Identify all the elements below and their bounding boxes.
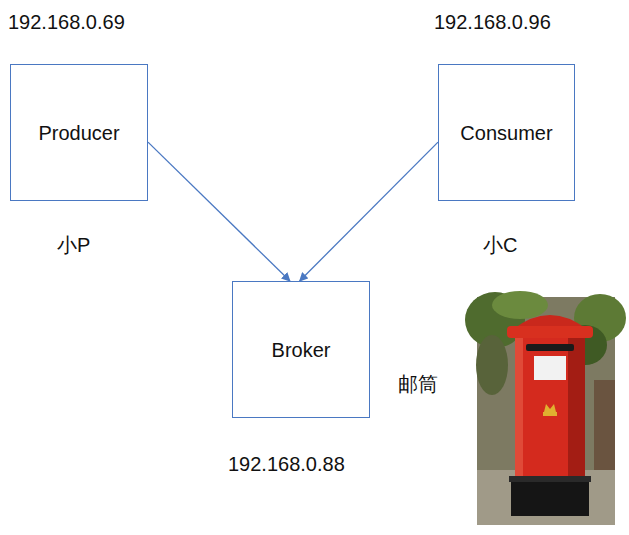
note-label: 小P bbox=[57, 233, 90, 257]
box-label: Producer bbox=[38, 121, 119, 145]
flow-arrow bbox=[148, 142, 290, 281]
ip-address: 192.168.0.96 bbox=[434, 10, 551, 34]
flow-arrow bbox=[300, 142, 438, 281]
post-box bbox=[507, 315, 593, 516]
note-label: 邮筒 bbox=[398, 372, 438, 396]
chair bbox=[594, 380, 615, 470]
box-label: Broker bbox=[272, 338, 331, 362]
process-box: Producer bbox=[10, 64, 148, 201]
box-label: Consumer bbox=[460, 121, 552, 145]
process-box: Broker bbox=[232, 281, 370, 418]
ip-address: 192.168.0.88 bbox=[228, 452, 345, 476]
pavement bbox=[477, 470, 615, 525]
note-label: 小C bbox=[483, 233, 517, 257]
process-box: Consumer bbox=[438, 64, 575, 201]
ip-address: 192.168.0.69 bbox=[8, 10, 125, 34]
